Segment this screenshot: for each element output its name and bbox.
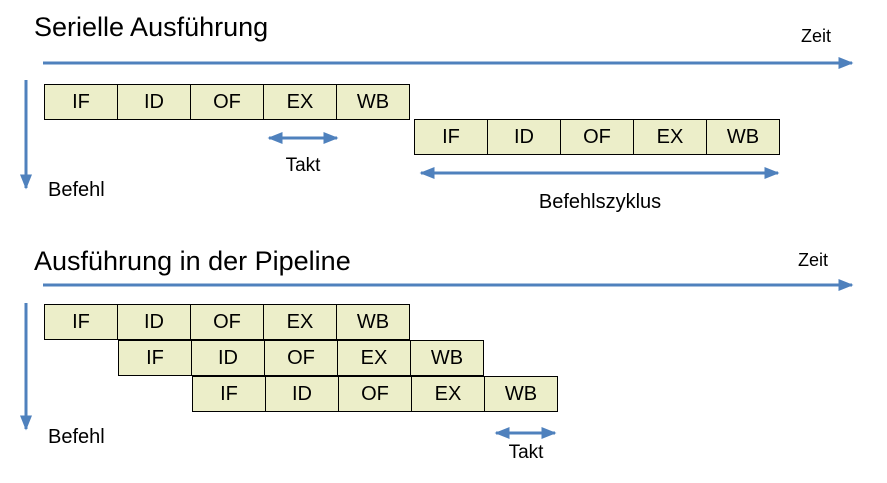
stage-box: OF — [560, 119, 634, 155]
stage-box: ID — [117, 84, 191, 120]
pipeline-instruction-axis-label: Befehl — [48, 426, 105, 448]
stage-box: ID — [265, 376, 339, 412]
serial-section-title: Serielle Ausführung — [34, 12, 269, 42]
stage-box: EX — [337, 340, 411, 376]
serial-time-axis-label: Zeit — [801, 26, 832, 46]
stage-box: EX — [411, 376, 485, 412]
stage-box: OF — [264, 340, 338, 376]
pipeline-instruction-3-row: IF ID OF EX WB — [192, 376, 558, 412]
stage-box: EX — [633, 119, 707, 155]
stage-box: WB — [410, 340, 484, 376]
pipeline-instruction-2-row: IF ID OF EX WB — [118, 340, 484, 376]
stage-box: OF — [338, 376, 412, 412]
stage-box: ID — [191, 340, 265, 376]
stage-box: WB — [484, 376, 558, 412]
stage-box: EX — [263, 84, 337, 120]
stage-box: OF — [190, 84, 264, 120]
pipeline-section-title: Ausführung in der Pipeline — [34, 246, 351, 276]
serial-instruction-1-row: IF ID OF EX WB — [44, 84, 410, 120]
stage-box: IF — [414, 119, 488, 155]
stage-box: ID — [117, 304, 191, 340]
stage-box: WB — [336, 304, 410, 340]
stage-box: OF — [190, 304, 264, 340]
stage-box: WB — [706, 119, 780, 155]
stage-box: IF — [44, 304, 118, 340]
stage-box: WB — [336, 84, 410, 120]
pipeline-instruction-1-row: IF ID OF EX WB — [44, 304, 410, 340]
serial-instruction-cycle-label: Befehlszyklus — [538, 191, 662, 213]
stage-box: IF — [44, 84, 118, 120]
stage-box: EX — [263, 304, 337, 340]
stage-box: IF — [118, 340, 192, 376]
stage-box: ID — [487, 119, 561, 155]
serial-instruction-2-row: IF ID OF EX WB — [414, 119, 780, 155]
serial-clock-label: Takt — [285, 155, 321, 176]
pipeline-clock-label: Takt — [508, 442, 544, 463]
stage-box: IF — [192, 376, 266, 412]
serial-instruction-axis-label: Befehl — [48, 179, 105, 201]
pipeline-time-axis-label: Zeit — [798, 250, 829, 270]
